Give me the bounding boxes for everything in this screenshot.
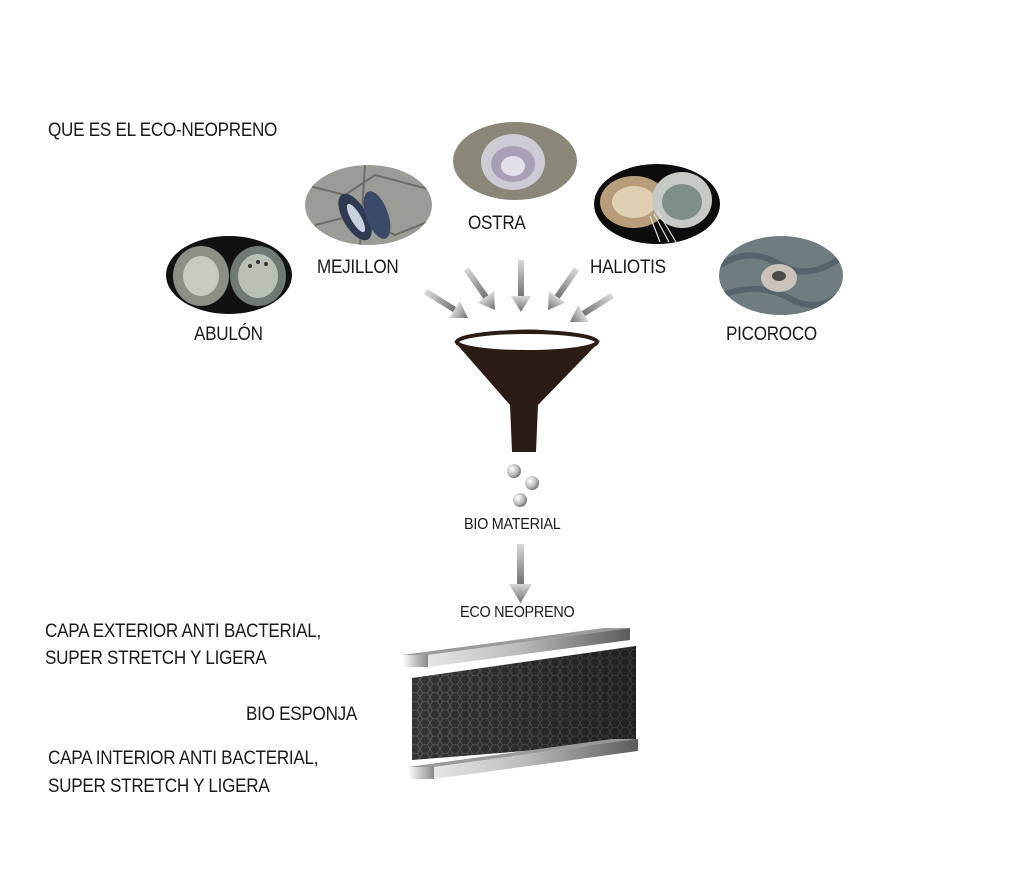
mejillon-shell-image (305, 165, 432, 245)
eco-neopreno-label: ECO NEOPRENO (460, 604, 575, 621)
eco-neopreno-layers (402, 628, 638, 779)
arrow-from-mejillon (463, 267, 495, 310)
inner-layer-plate (408, 739, 638, 779)
arrow-from-abulon (424, 288, 468, 319)
shell-label-picoroco: PICOROCO (726, 324, 817, 345)
picoroco-shell-image (719, 236, 843, 315)
shell-label-ostra: OSTRA (468, 213, 526, 234)
arrow-from-ostra (511, 260, 531, 312)
arrow-from-haliotis (548, 267, 580, 310)
arrow-from-picoroco (570, 292, 614, 323)
inner-layer-label-line2: SUPER STRETCH Y LIGERA (48, 776, 270, 797)
input-arrows (424, 260, 614, 323)
outer-layer-label-line1: CAPA EXTERIOR ANTI BACTERIAL, (45, 621, 321, 642)
bio-esponja-layer (412, 646, 636, 760)
ostra-shell-image (453, 122, 577, 200)
outer-layer-plate (402, 628, 630, 667)
shell-label-haliotis: HALIOTIS (590, 257, 666, 278)
bio-material-label: BIO MATERIAL (464, 516, 561, 533)
bio-material-particles (507, 464, 539, 507)
haliotis-shell-image (594, 164, 720, 244)
shell-label-abulon: ABULÓN (194, 324, 263, 345)
shell-label-mejillon: MEJILLON (317, 257, 399, 278)
page-title: QUE ES EL ECO-NEOPRENO (48, 120, 278, 141)
abulon-shell-image (166, 236, 292, 314)
outer-layer-label-line2: SUPER STRETCH Y LIGERA (45, 648, 267, 669)
arrow-to-eco-neopreno (509, 544, 532, 603)
inner-layer-label-line1: CAPA INTERIOR ANTI BACTERIAL, (48, 748, 319, 769)
funnel-icon (454, 329, 600, 452)
bio-esponja-label: BIO ESPONJA (246, 704, 358, 725)
